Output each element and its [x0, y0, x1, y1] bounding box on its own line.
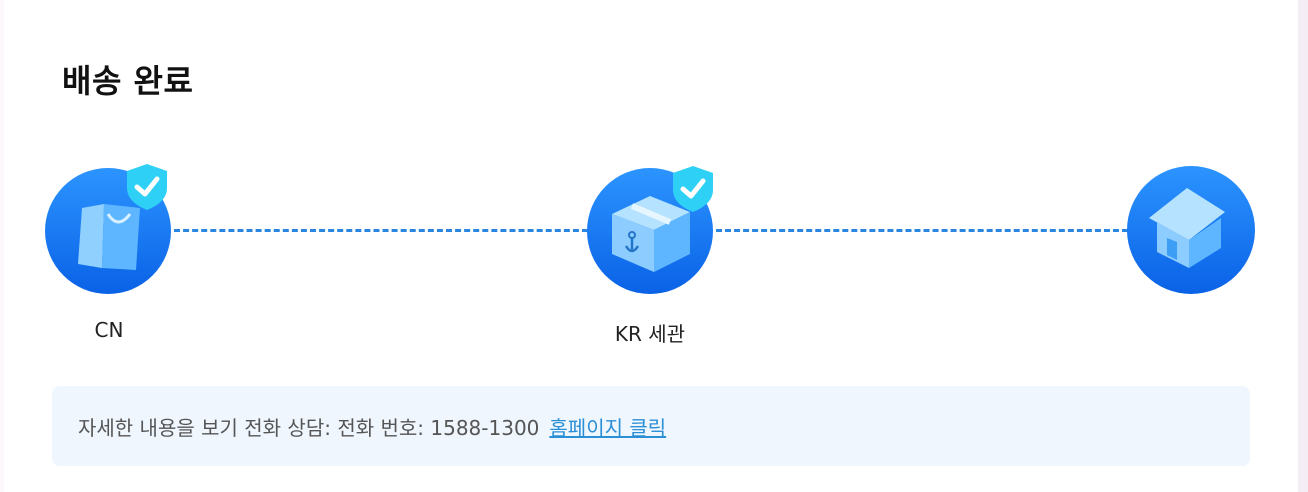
- step-label-kr-customs: KR 세관: [614, 322, 686, 346]
- step-label-cn: CN: [94, 318, 124, 342]
- contact-info-text: 자세한 내용을 보기 전화 상담: 전화 번호: 1588-1300: [78, 416, 540, 440]
- page-title: 배송 완료: [62, 62, 194, 100]
- homepage-link[interactable]: 홈페이지 클릭: [549, 416, 667, 440]
- check-badge-icon: [124, 162, 170, 216]
- contact-info-line: 자세한 내용을 보기 전화 상담: 전화 번호: 1588-1300 홈페이지 클…: [78, 412, 666, 441]
- delivery-progress-track: CN KR 세관: [45, 162, 1257, 346]
- home-icon: [1127, 166, 1255, 294]
- page-edge: [1298, 0, 1308, 492]
- check-badge-icon: [670, 164, 716, 218]
- progress-connector-2: [716, 229, 1128, 232]
- step-home: [1125, 164, 1257, 296]
- progress-connector-1: [174, 229, 588, 232]
- contact-info-box: 자세한 내용을 보기 전화 상담: 전화 번호: 1588-1300 홈페이지 클…: [52, 386, 1250, 466]
